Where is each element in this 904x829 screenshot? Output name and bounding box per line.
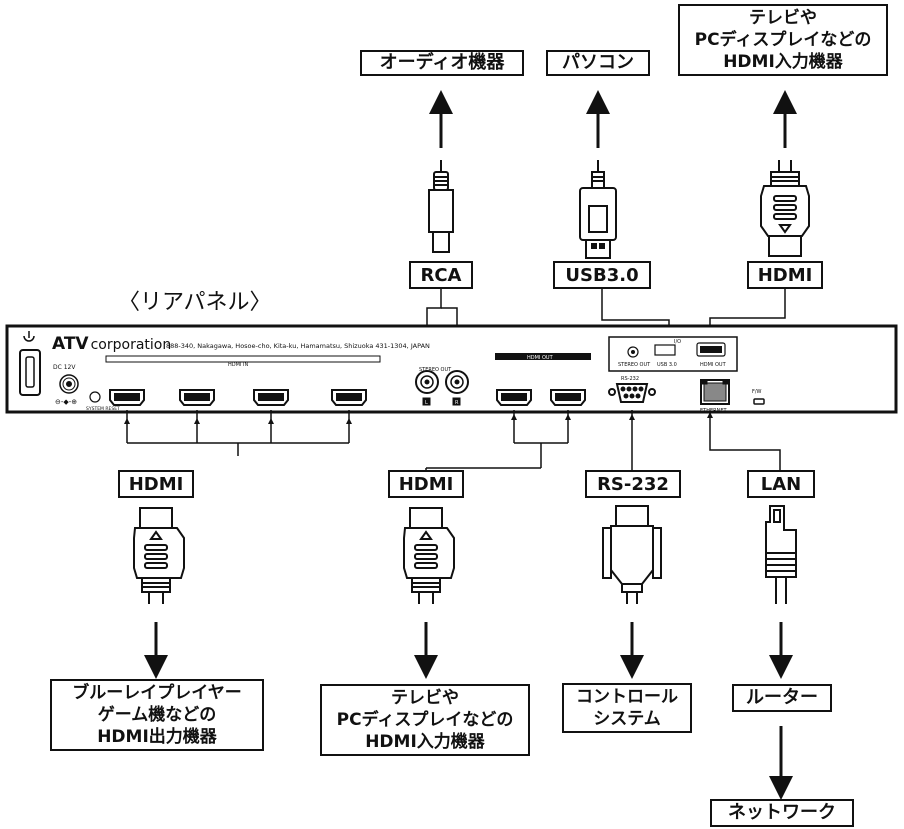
svg-text:⊖-◆-⊕: ⊖-◆-⊕	[55, 398, 77, 406]
rca-jack-r	[445, 370, 469, 406]
rs232-port	[608, 383, 656, 403]
hdmi-in-ports	[109, 389, 367, 406]
dest-control-box: コントロール システム	[562, 683, 692, 733]
rca-label: RCA	[409, 261, 473, 289]
hdmi-in-label: HDMI	[118, 470, 194, 498]
hdmi-top-label: HDMI	[747, 261, 823, 289]
bottom-arrows	[144, 622, 793, 800]
rca-jacks	[415, 370, 469, 406]
device-rear-panel: ⊖-◆-⊕	[5, 324, 898, 414]
panel-title: 〈リアパネル〉	[118, 290, 272, 315]
hdmi-plug-bottom-left-icon	[133, 507, 185, 604]
bottom-port-lines	[124, 410, 781, 470]
stereo-out-caption: STEREO OUT	[618, 362, 651, 368]
ethernet-caption: ETHERNET	[700, 408, 728, 414]
hdmi-plug-bottom-middle-icon	[403, 507, 455, 604]
rca-plug-icon	[428, 160, 454, 253]
lan-label: LAN	[747, 470, 815, 498]
power-switch	[19, 331, 41, 396]
ethernet-port	[700, 379, 730, 405]
dc-caption: DC 12V	[53, 364, 76, 371]
hdmi-out-port-1	[496, 389, 532, 406]
hdmi-out-small-caption: HDMI OUT	[700, 362, 727, 368]
usb-caption: USB 3.0	[657, 362, 677, 368]
hdmi-in-caption: HDMI IN	[228, 362, 248, 368]
dest-player-box: ブルーレイプレイヤー ゲーム機などの HDMI出力機器	[50, 679, 264, 751]
hdmi-out-caption: HDMI OUT	[527, 355, 554, 361]
usb30-label: USB3.0	[553, 261, 651, 289]
hdmi-in-port-4	[331, 389, 367, 406]
dest-tv-bottom-box: テレビや PCディスプレイなどの HDMI入力機器	[320, 684, 530, 756]
dest-router-box: ルーター	[732, 684, 832, 712]
top-arrows	[429, 90, 797, 148]
hdmi-out-port-2	[550, 389, 586, 406]
hdmi-out-label: HDMI	[388, 470, 464, 498]
reset-button	[89, 391, 101, 403]
system-reset-caption: SYSTEM RESET	[86, 406, 120, 412]
io-caption: I/O	[674, 339, 681, 345]
device-address: 888-340, Nakagawa, Hosoe-cho, Kita-ku, H…	[166, 342, 430, 350]
fw-caption: F/W	[752, 389, 762, 395]
hdmi-plug-top-icon	[760, 160, 810, 257]
dest-audio-box: オーディオ機器	[360, 50, 524, 76]
fw-port	[753, 398, 765, 405]
lan-connector-icon	[765, 505, 797, 604]
stereo-out-top-caption: STEREO OUT	[419, 367, 452, 373]
hdmi-in-port-3	[253, 389, 289, 406]
rs232-label: RS-232	[585, 470, 681, 498]
dest-pc-box: パソコン	[546, 50, 650, 76]
rs232-connector-icon	[602, 505, 662, 604]
usb-plug-icon	[579, 160, 617, 259]
dc-jack: ⊖-◆-⊕	[55, 374, 79, 406]
rca-l-caption: L	[425, 400, 428, 406]
hdmi-in-port-2	[179, 389, 215, 406]
hdmi-in-port-1	[109, 389, 145, 406]
dest-tv-top-box: テレビや PCディスプレイなどの HDMI入力機器	[678, 4, 888, 76]
rca-jack-l	[415, 370, 439, 406]
rs232-caption: RS-232	[621, 376, 639, 382]
rca-r-caption: R	[455, 400, 459, 406]
hdmi-out-ports	[496, 389, 586, 406]
dest-network-box: ネットワーク	[710, 799, 854, 827]
